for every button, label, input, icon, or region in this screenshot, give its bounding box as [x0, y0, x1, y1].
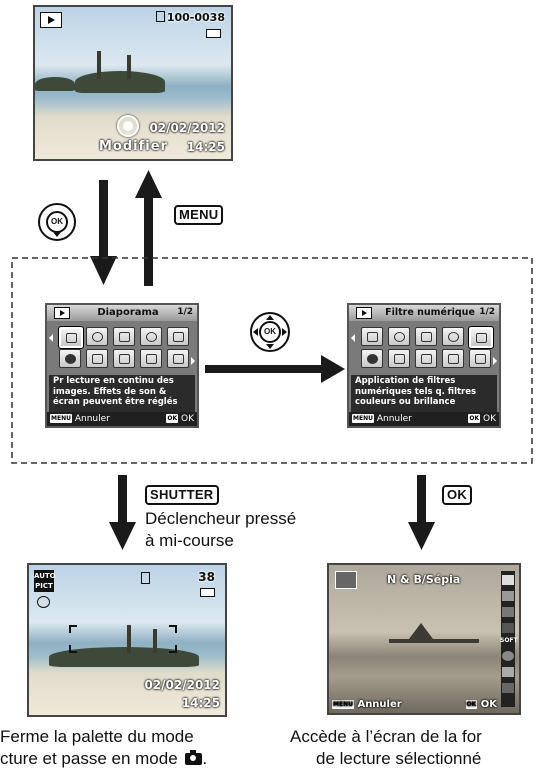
right-arrow-shaft — [205, 365, 323, 373]
ok-key-tag: OK — [166, 414, 178, 423]
filter-option-icon[interactable] — [502, 575, 514, 585]
play-mode-icon — [54, 307, 70, 319]
ok-key-tag: OK — [466, 700, 478, 709]
palette-page: 1/2 — [479, 307, 495, 317]
frame-composite-icon[interactable] — [140, 349, 162, 368]
filter-option-icon[interactable] — [502, 667, 514, 677]
up-arrow-head — [135, 170, 162, 198]
movie-edit-icon[interactable] — [388, 349, 410, 368]
palette-footer: MENU Annuler OK OK — [47, 412, 197, 426]
pier-photo — [329, 565, 519, 713]
memory-card-icon — [141, 572, 150, 584]
soft-filter-label[interactable]: SOFT — [500, 637, 518, 644]
menu-key-tag: MENU — [352, 414, 374, 423]
ok-button-icon: OK — [38, 203, 76, 241]
down-arrow-head — [408, 522, 435, 550]
filter-icon[interactable] — [140, 327, 162, 346]
shutter-instruction-line1: Déclencheur pressé — [145, 508, 296, 529]
image-copy-icon[interactable] — [167, 349, 189, 368]
ok-label[interactable]: OK — [181, 414, 194, 424]
digital-filter-icon[interactable] — [469, 327, 493, 348]
slideshow-icon[interactable] — [59, 327, 83, 348]
red-eye-icon[interactable] — [415, 349, 437, 368]
down-arrow-shaft — [99, 180, 108, 258]
rotate-icon[interactable] — [86, 327, 108, 346]
filter-option-icon[interactable] — [502, 683, 514, 693]
slideshow-icon[interactable] — [361, 327, 383, 346]
filter-option-icon[interactable] — [502, 591, 514, 601]
red-eye-icon[interactable] — [113, 349, 135, 368]
caption-right-line2: de lecture sélectionné — [316, 748, 481, 769]
filter-icon[interactable] — [442, 327, 464, 346]
chevron-right-icon — [493, 357, 497, 365]
shots-remaining: 38 — [198, 570, 215, 584]
face-detect-icon — [37, 596, 50, 608]
up-arrow-shaft — [144, 196, 153, 286]
four-way-controller-icon: OK — [250, 312, 290, 352]
caption-left-line2: cture et passe en mode . — [0, 748, 207, 769]
palette-title: Diaporama — [77, 307, 179, 318]
image-copy-icon[interactable] — [469, 349, 491, 368]
filter-option-icon[interactable] — [502, 607, 514, 617]
resize-icon[interactable] — [415, 327, 437, 346]
palette-page: 1/2 — [177, 307, 193, 317]
focus-frame — [69, 625, 177, 653]
ok-key-tag: OK — [468, 414, 480, 423]
down-arrow-head — [109, 522, 136, 550]
filter-option-icon[interactable] — [502, 623, 514, 633]
date-readout: 02/02/2012 — [144, 678, 220, 692]
capture-mode-screen: AUTO PICT 38 02/02/2012 14:25 — [27, 563, 227, 717]
down-arrow-shaft — [118, 475, 127, 525]
play-mode-icon — [356, 307, 372, 319]
digital-filter-screen: N & B/Sépia SOFT MENU Annuler OK OK — [327, 563, 521, 715]
playback-palette-slideshow: Diaporama 1/2 Pr lecture en continu des … — [45, 303, 199, 428]
caption-right-line1: Accède à l’écran de la for — [290, 726, 482, 747]
playback-palette-digital-filter: Filtre numérique 1/2 Application de filt… — [347, 303, 501, 428]
camera-icon — [185, 753, 202, 765]
auto-picture-mode-badge: AUTO PICT — [34, 570, 54, 592]
frame-composite-icon[interactable] — [442, 349, 464, 368]
palette-description: Pr lecture en continu des images. Effets… — [49, 375, 195, 417]
menu-key-tag: MENU — [50, 414, 72, 423]
movie-edit-icon[interactable] — [86, 349, 108, 368]
filter-footer: MENU Annuler — [332, 699, 402, 710]
cancel-label[interactable]: Annuler — [75, 414, 110, 424]
crop-icon[interactable] — [167, 327, 189, 346]
chevron-left-icon — [351, 334, 355, 342]
rotate-icon[interactable] — [388, 327, 410, 346]
image-recovery-icon[interactable] — [59, 349, 81, 368]
image-recovery-icon[interactable] — [361, 349, 383, 368]
palette-description: Application de filtres numériques tels q… — [351, 375, 497, 417]
ok-label[interactable]: OK — [481, 699, 497, 710]
chevron-left-icon — [49, 334, 53, 342]
chevron-right-icon — [191, 357, 195, 365]
menu-key: MENU — [174, 205, 223, 225]
filter-selector-strip: SOFT — [501, 571, 515, 707]
resize-icon[interactable] — [113, 327, 135, 346]
filter-option-icon[interactable] — [502, 651, 514, 661]
cancel-label[interactable]: Annuler — [357, 699, 401, 710]
caption-left-line1: Ferme la palette du mode — [0, 726, 194, 747]
down-arrow-shaft — [417, 475, 426, 525]
ok-label[interactable]: OK — [483, 414, 496, 424]
cancel-label[interactable]: Annuler — [377, 414, 412, 424]
palette-title: Filtre numérique — [379, 307, 481, 318]
shutter-key: SHUTTER — [145, 485, 219, 505]
digital-filter-mode-icon — [335, 571, 357, 589]
down-arrow-head — [90, 256, 117, 285]
palette-footer: MENU Annuler OK OK — [349, 412, 499, 426]
time-readout: 14:25 — [182, 696, 220, 710]
battery-icon — [200, 588, 215, 597]
right-arrow-head — [321, 355, 345, 383]
ok-key: OK — [442, 485, 472, 505]
menu-key-tag: MENU — [332, 700, 354, 709]
shutter-instruction-line2: à mi-course — [145, 530, 234, 551]
filter-name: N & B/Sépia — [387, 573, 460, 586]
